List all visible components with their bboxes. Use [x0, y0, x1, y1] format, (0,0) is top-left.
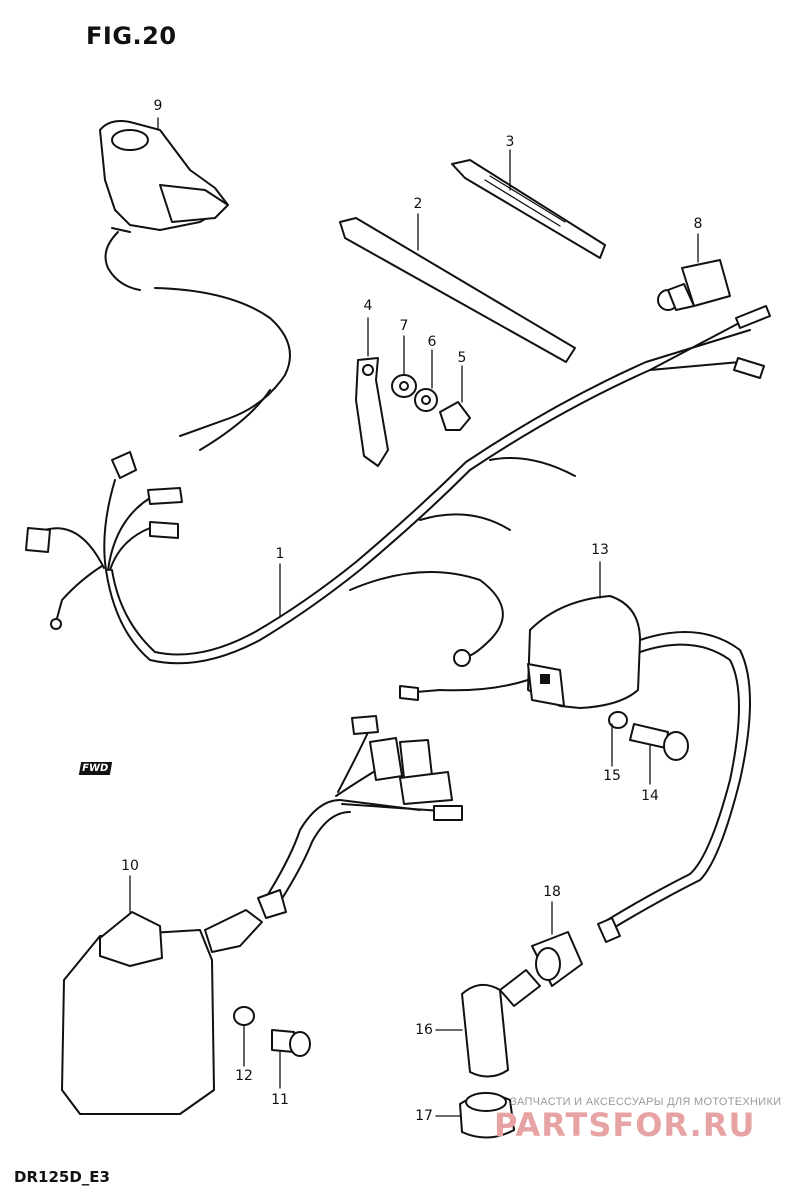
- callout-8: 8: [693, 216, 703, 232]
- callout-7: 7: [399, 318, 409, 334]
- callout-15: 15: [603, 768, 621, 784]
- callout-5: 5: [457, 350, 467, 366]
- callout-16: 16: [415, 1022, 433, 1038]
- callout-14: 14: [641, 788, 659, 804]
- part-18-seal: [531, 931, 583, 987]
- callout-9: 9: [153, 98, 163, 114]
- part-5-bolt: [439, 401, 471, 431]
- part-8-cap: [657, 259, 731, 311]
- callout-4: 4: [363, 298, 373, 314]
- model-code: DR125D_E3: [14, 1168, 110, 1186]
- part-15-washer: [608, 711, 628, 729]
- part-9-switch: [99, 120, 291, 451]
- part-3-band: [451, 159, 606, 259]
- part-16-plug-cap: [461, 969, 541, 1078]
- watermark-caption: ЗАПЧАСТИ И АКСЕССУАРЫ ДЛЯ МОТОТЕХНИКИ: [510, 1096, 782, 1108]
- callout-1: 1: [275, 546, 285, 562]
- callout-17: 17: [415, 1108, 433, 1124]
- leader-lines: [129, 117, 699, 1117]
- callout-12: 12: [235, 1068, 253, 1084]
- part-4-clamp: [355, 357, 389, 467]
- part-1-harness: [25, 305, 771, 667]
- callout-3: 3: [505, 134, 515, 150]
- callout-2: 2: [413, 196, 423, 212]
- part-6-washer: [414, 388, 438, 412]
- part-17-cover: [459, 1092, 515, 1139]
- part-11-screw: [271, 1029, 311, 1057]
- watermark-logo: PARTSFOR.RU: [494, 1106, 756, 1144]
- part-14-screw: [629, 723, 689, 761]
- part-10-cdi-unit: [61, 715, 463, 1115]
- callout-6: 6: [427, 334, 437, 350]
- callout-10: 10: [121, 858, 139, 874]
- figure-title: FIG.20: [86, 22, 177, 50]
- part-7-washer: [391, 374, 417, 398]
- part-13-coil: [399, 595, 751, 943]
- fwd-arrow-marker: FWD: [78, 762, 113, 775]
- callout-18: 18: [543, 884, 561, 900]
- part-2-strap: [339, 217, 576, 363]
- callout-13: 13: [591, 542, 609, 558]
- callout-11: 11: [271, 1092, 289, 1108]
- part-12-washer: [233, 1006, 255, 1026]
